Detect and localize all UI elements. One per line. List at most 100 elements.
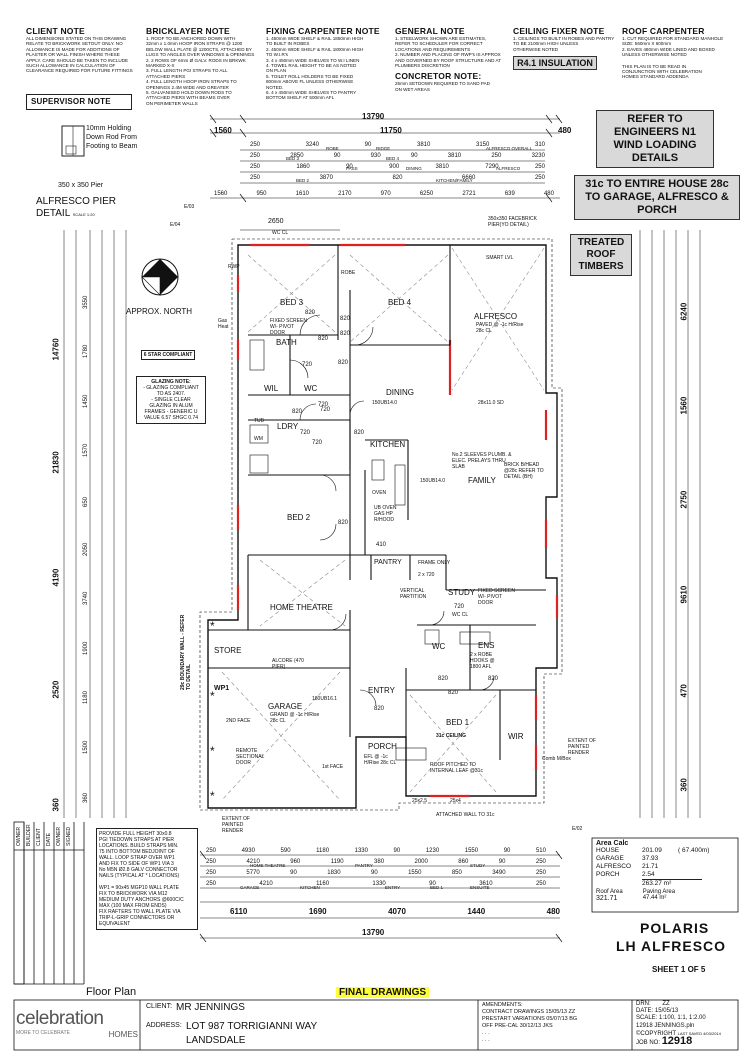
door-size-label: 820 xyxy=(340,331,351,337)
dim-bottom-label: ENSUITE xyxy=(470,885,490,890)
bricklayer-note-line: ATTACHED PIERS xyxy=(146,73,186,79)
dim-bottom-label: HOME THEATRE xyxy=(250,863,286,868)
glazing-note-line: FRAMES - GENERIC U xyxy=(144,409,198,415)
dim-value: 1440 xyxy=(467,907,486,916)
courses-callout: 31c TO ENTIRE HOUSE 28c TO GARAGE, ALFRE… xyxy=(574,175,740,220)
dim-left-value: 2050 xyxy=(83,542,89,556)
pier-detail-drawing xyxy=(61,125,85,157)
dim-value: 4210 xyxy=(259,881,273,887)
dim-value: 90 xyxy=(290,870,297,876)
dim-top-label: DINING xyxy=(406,166,422,171)
r41-insulation: R4.1 INSULATION xyxy=(513,56,597,71)
room-alfresco: ALFRESCO xyxy=(474,312,518,321)
dim-value: 250 xyxy=(206,870,217,876)
general-note-line: 1. STEELWORK SHOWN ARE ESTIMATES, xyxy=(395,36,487,41)
fixing-carpenter-note-line: 5. TOILET ROLL HOLDERS TO BE FIXED xyxy=(266,73,354,79)
client-note-line: PLASTER OR WALL FINISH WHERE THESE xyxy=(26,52,120,58)
label-frame-only-dims: 2 x 720 xyxy=(418,572,435,578)
tiedown-note-line: PGI TIEDOWN STRAPS AT PIER xyxy=(99,837,175,843)
label-smart-lvl: SMART LVL xyxy=(486,255,514,261)
dim-value: 7290 xyxy=(485,164,499,170)
six-star-note: 6 STAR COMPLIANT xyxy=(141,350,195,360)
dim-left-value: 1900 xyxy=(83,641,89,655)
scale-row: SCALE: 1:100, 1:1, 1:2.00 xyxy=(636,1015,706,1022)
dim-left-total: 4190 xyxy=(51,568,61,586)
dim-right-value: 2750 xyxy=(679,491,689,509)
dim-value: 930 xyxy=(370,153,381,159)
tiedown-note-line: 75 INTO BOTTOM BEDJOINT OF xyxy=(99,849,175,855)
dim-value: 5770 xyxy=(246,870,260,876)
dim-top-label: ROBE xyxy=(326,146,339,151)
dim-right-value: 6240 xyxy=(679,302,689,321)
side-label: OWNER xyxy=(56,826,62,846)
dim-value: 250 xyxy=(534,175,545,181)
dim-top-right-eave: 480 xyxy=(558,126,572,135)
bricklayer-note-line: 32mm x 1.0mm HOOP IRON STRAPS @ 1200 xyxy=(146,41,243,47)
tiedown-note-line: FIX TO BRICKWORK VIA M12 xyxy=(99,891,168,897)
plan-name: POLARIS xyxy=(640,920,710,936)
area-calc-row-label: GARAGE xyxy=(596,855,624,862)
sheet-number: SHEET 1 OF 5 xyxy=(652,965,706,974)
door-size-label: 720 xyxy=(320,407,331,413)
room-bed2: BED 2 xyxy=(287,513,311,522)
last-saved: LAST SAVED 4/03/2014 xyxy=(677,1030,721,1036)
logo-main: celebration xyxy=(16,1008,104,1029)
dim-bottom-label: ENTRY xyxy=(385,885,401,890)
room-wil: WIL xyxy=(264,384,279,393)
tiedown-note-line: No M5N Ø2.8 GALV CONNECTOR xyxy=(99,867,178,873)
ceiling-fixer-note-line: TO BE 2100mm HIGH UNLESS xyxy=(513,41,579,47)
room-alfresco-note: PAVED @ -1c H/Rise 28c CL xyxy=(476,322,524,334)
tiedown-note-line: WALL. LOOP STRAP OVER WP1 xyxy=(99,855,175,861)
fixing-carpenter-note-line: 6. 4 x 450mm WIDE SHELVES TO PANTRY xyxy=(266,90,357,96)
glazing-note-line: VALUE 6.57 SHGC 0.74 xyxy=(143,415,199,421)
area-calc-total: 263.27 m² xyxy=(642,879,702,887)
dim-value: 90 xyxy=(370,870,378,876)
dim-left-value: 1450 xyxy=(83,394,89,408)
roof-area-label: Roof Area xyxy=(596,889,623,895)
dim-value: 250 xyxy=(534,164,545,170)
dim-top-label: ALFRESCO xyxy=(496,166,521,171)
address-line2: LANDSDALE xyxy=(186,1035,246,1046)
door-size-label: 820 xyxy=(488,676,499,682)
dim-value: 250 xyxy=(206,859,217,865)
room-wm: WM xyxy=(254,436,263,442)
dim-right-value: 470 xyxy=(679,683,689,698)
door-size-label: 820 xyxy=(448,690,459,696)
amendments: AMENDMENTS: CONTRACT DRAWINGS 15/05/13 Z… xyxy=(482,1002,630,1044)
general-note-line: AND GOVERNED BY ROOF STRUCTURE AND AT xyxy=(395,57,502,63)
pier-detail-title-text: ALFRESCO PIER DETAIL xyxy=(36,196,117,219)
room-dining: DINING xyxy=(386,388,414,397)
fixing-carpenter-note-line: TO BUILT IN ROBES xyxy=(266,41,310,47)
dim-value: 3240 xyxy=(305,142,320,148)
address-line1: LOT 987 TORRIGIANNI WAY xyxy=(186,1021,318,1032)
dim-value: 6250 xyxy=(419,191,434,197)
client-note: CLIENT NOTE ALL DIMENSIONS STATED ON THI… xyxy=(26,26,138,74)
bricklayer-note-line: ON PERIMETER WALLS xyxy=(146,100,198,106)
area-calc-row-value: 37.93 xyxy=(642,855,659,862)
dim-value: 90 xyxy=(346,164,353,170)
door-size-label: 720 xyxy=(312,440,323,446)
final-drawings-label: FINAL DRAWINGS xyxy=(336,987,430,998)
dim-left-value: 3550 xyxy=(83,295,89,309)
ceiling-fixer-note-line: 1. CEILINGS TO BUILT IN ROBES AND PANTRY xyxy=(513,36,615,41)
dim-value: 90 xyxy=(364,142,372,148)
label-1st-face: 1st FACE xyxy=(322,764,344,770)
dim-value: 3610 xyxy=(479,881,493,887)
bricklayer-note-line: LUGS TO ANGLES OVER WINDOWS & OPENINGS xyxy=(146,52,255,58)
dim-bottom-overall: 13790 xyxy=(362,928,385,937)
dim-value: 1550 xyxy=(408,870,422,876)
ceiling-fixer-note-body: 1. CEILINGS TO BUILT IN ROBES AND PANTRY… xyxy=(513,36,619,52)
room-garage: GARAGE xyxy=(268,702,303,711)
dim-value: 2721 xyxy=(462,191,476,197)
door-size-label: 820 xyxy=(292,409,303,415)
paving-area-value: 47.44 m² xyxy=(642,895,667,901)
dim-value: 1830 xyxy=(327,870,341,876)
label-robe-hooks: 2 x ROBE HOOKS @ 1800 AFL xyxy=(470,652,495,670)
dim-value: 2000 xyxy=(414,859,428,865)
